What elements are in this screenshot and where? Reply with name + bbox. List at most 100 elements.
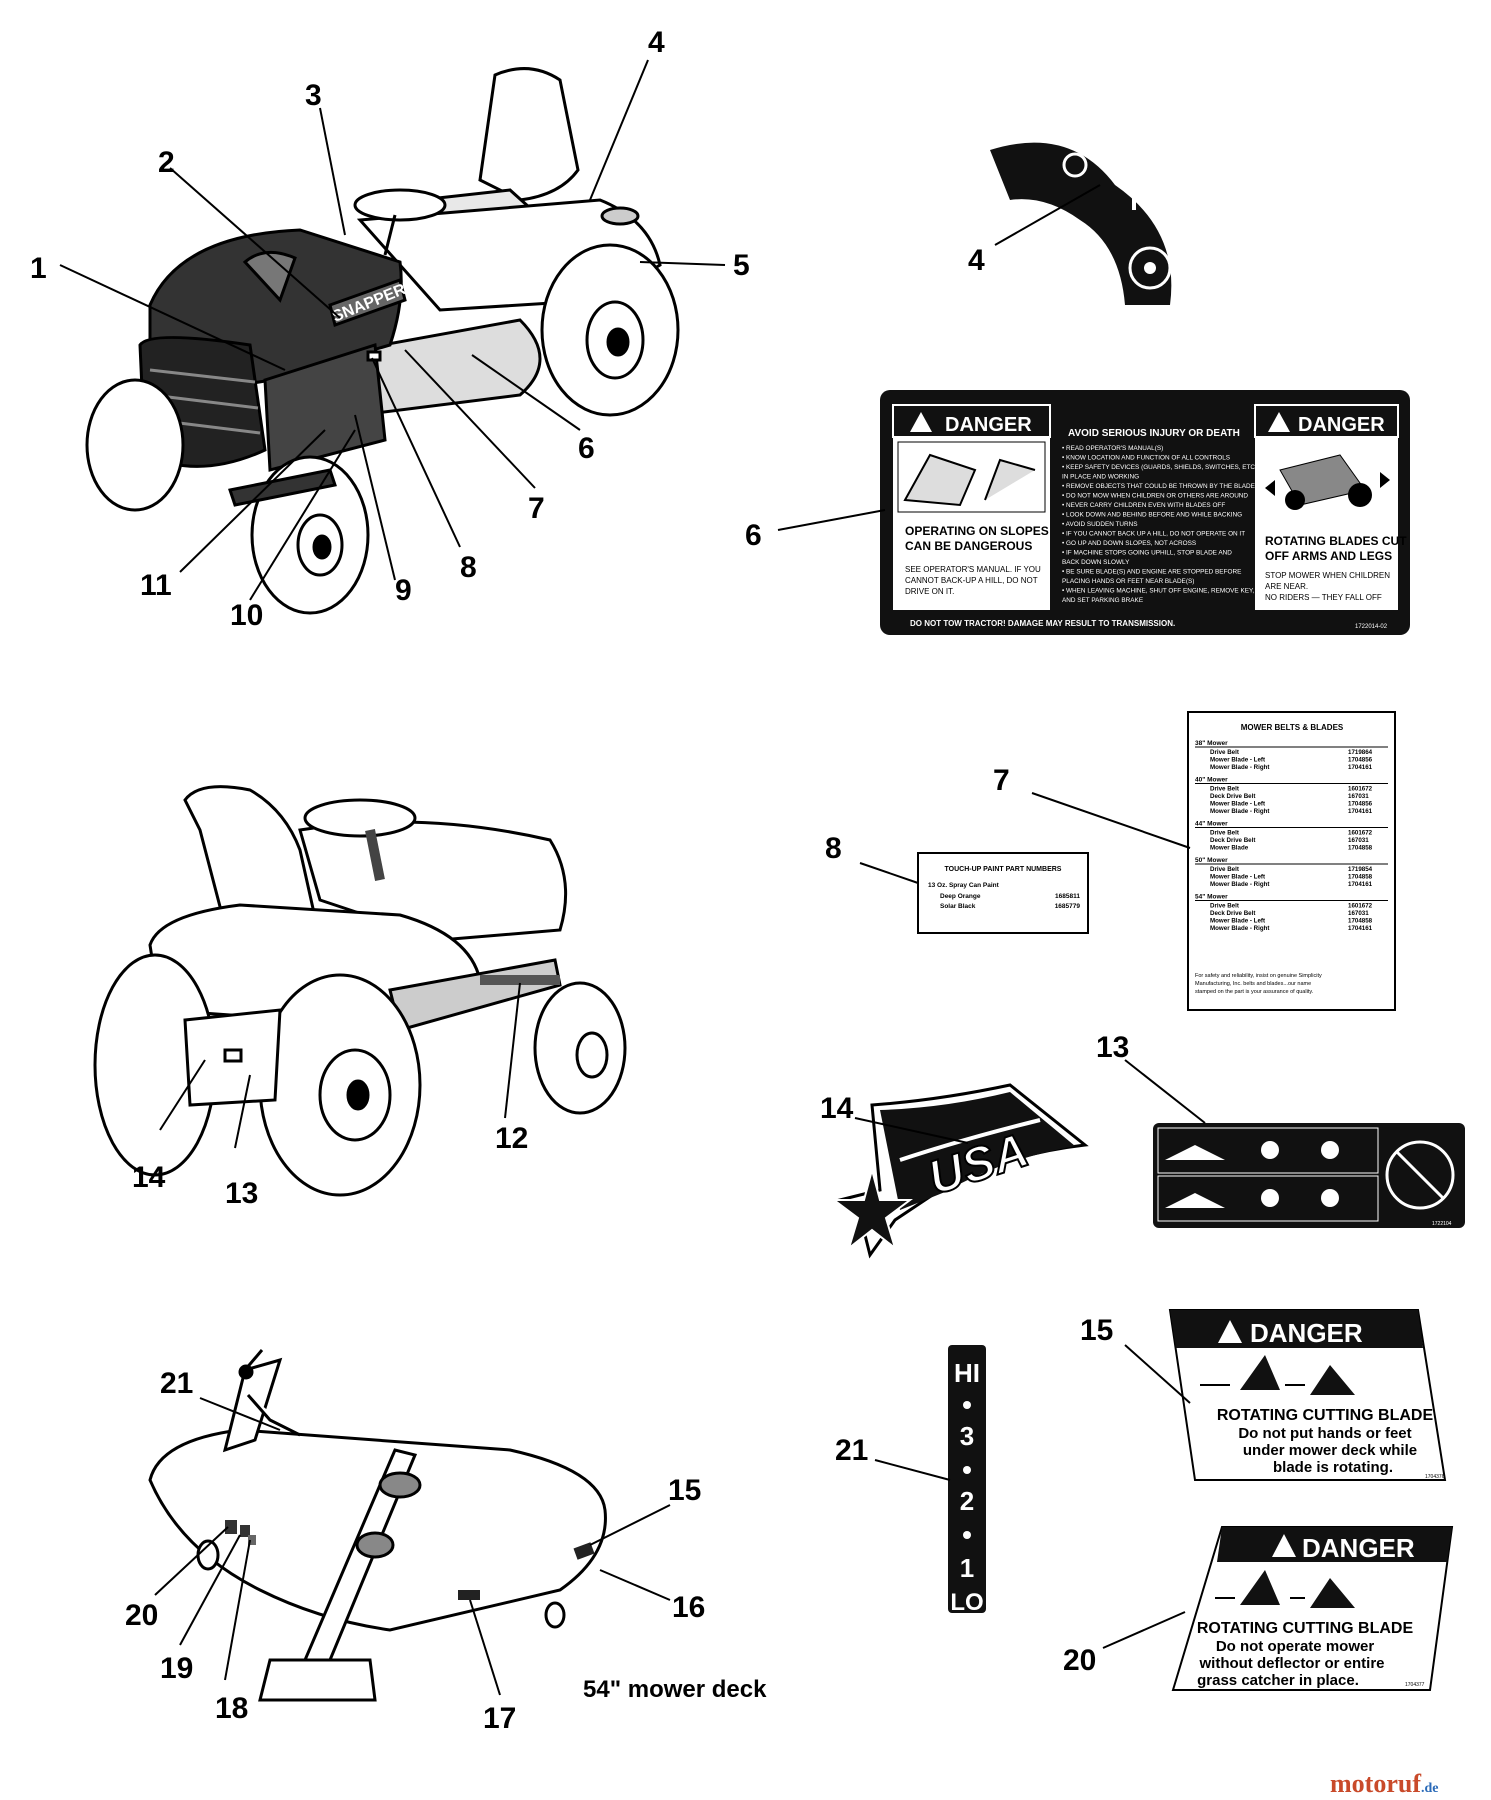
decal-15-code: 1704376 bbox=[1425, 1474, 1445, 1480]
decal-6-mid-line: • KEEP SAFETY DEVICES (GUARDS, SHIELDS, … bbox=[1062, 464, 1259, 471]
decal-8-paint: TOUCH-UP PAINT PART NUMBERS 13 Oz. Spray… bbox=[917, 852, 1089, 934]
callout-14-decal: 14 bbox=[820, 1092, 854, 1125]
decal-7-part-number: 167031 bbox=[1348, 910, 1369, 917]
callout-15: 15 bbox=[668, 1474, 701, 1507]
decal-7-part-number: 1719854 bbox=[1348, 866, 1373, 873]
decal-6-mid-line: • READ OPERATOR'S MANUAL(S) bbox=[1062, 445, 1163, 452]
callout-17: 17 bbox=[483, 1702, 516, 1735]
decal-7-part-number: 1704161 bbox=[1348, 925, 1373, 932]
decal-20-line-2: Do not operate mower bbox=[1216, 1638, 1375, 1655]
decal-15-line-2: Do not put hands or feet bbox=[1238, 1425, 1411, 1442]
tractor-rear-illustration bbox=[93, 785, 627, 1197]
decal-14-usa: USA bbox=[831, 1083, 1089, 1259]
decal-7-part-number: 1704161 bbox=[1348, 808, 1373, 815]
decal-7-part-name: Mower Blade - Right bbox=[1210, 764, 1269, 771]
decal-6-mid-line: • DO NOT MOW WHEN CHILDREN OR OTHERS ARE… bbox=[1062, 493, 1248, 500]
decal-8-row-2-name: Solar Black bbox=[940, 903, 976, 910]
decal-7-part-number: 167031 bbox=[1348, 837, 1369, 844]
decal-6-mid-line: • GO UP AND DOWN SLOPES, NOT ACROSS bbox=[1062, 540, 1196, 547]
leader-21 bbox=[874, 1459, 951, 1481]
tractor-rear-leaders bbox=[159, 982, 521, 1149]
tractor-front-leaders bbox=[59, 59, 726, 601]
decal-6-mid-line: • LOOK DOWN AND BEHIND BEFORE AND WHILE … bbox=[1062, 512, 1242, 519]
decal-8-title: TOUCH-UP PAINT PART NUMBERS bbox=[945, 866, 1062, 873]
callout-9: 9 bbox=[395, 574, 412, 607]
decal-6-mid-line: • BE SURE BLADE(S) AND ENGINE ARE STOPPE… bbox=[1062, 569, 1241, 576]
callout-21-decal: 21 bbox=[835, 1434, 868, 1467]
callout-8-decal: 8 bbox=[825, 832, 842, 865]
callout-12: 12 bbox=[495, 1122, 528, 1155]
callout-11: 11 bbox=[140, 569, 172, 602]
decal-6-mid-line: IN PLACE AND WORKING bbox=[1062, 474, 1139, 481]
decal-15-line-4: blade is rotating. bbox=[1273, 1459, 1393, 1476]
leader-15 bbox=[1124, 1344, 1191, 1404]
decal-21-2: 2 bbox=[960, 1486, 974, 1516]
decal-13-pictogram: 1722104 bbox=[1153, 1123, 1465, 1228]
leader-6 bbox=[777, 509, 886, 531]
decal-6-mid-line: • AVOID SUDDEN TURNS bbox=[1062, 521, 1138, 528]
callout-13: 13 bbox=[225, 1177, 258, 1210]
mower-deck-illustration bbox=[148, 1349, 607, 1702]
decal-8-row-1-name: Deep Orange bbox=[940, 893, 981, 900]
decal-7-section-heading: 54" Mower bbox=[1195, 894, 1228, 901]
leader-8 bbox=[859, 862, 919, 884]
decal-7-part-number: 1704161 bbox=[1348, 764, 1373, 771]
decal-20-danger: DANGER ROTATING CUTTING BLADE Do not ope… bbox=[1171, 1526, 1454, 1691]
callout-19: 19 bbox=[160, 1652, 193, 1685]
decal-21-hi: HI bbox=[954, 1358, 980, 1388]
decal-21-lo: LO bbox=[950, 1589, 983, 1616]
callout-7: 7 bbox=[528, 492, 545, 525]
callout-numbers: 1 2 3 4 5 6 7 8 9 10 11 4 6 7 8 12 13 14… bbox=[30, 26, 1129, 1735]
callout-10: 10 bbox=[230, 599, 263, 632]
decal-7-part-name: Drive Belt bbox=[1210, 749, 1239, 756]
decal-6-mid-line: • KNOW LOCATION AND FUNCTION OF ALL CONT… bbox=[1062, 455, 1230, 462]
decal-20-code: 1704377 bbox=[1405, 1682, 1425, 1688]
callout-20: 20 bbox=[125, 1599, 158, 1632]
decal-7-part-name: Mower Blade - Right bbox=[1210, 881, 1269, 888]
decal-7-part-number: 167031 bbox=[1348, 793, 1369, 800]
decal-20-line-3: without deflector or entire bbox=[1198, 1655, 1384, 1672]
decal-6-code: 1722014-02 bbox=[1355, 624, 1388, 630]
decal-6-mid-line: BACK DOWN SLOWLY bbox=[1062, 559, 1130, 566]
callout-6-decal: 6 bbox=[745, 519, 762, 552]
decal-8-sub: 13 Oz. Spray Can Paint bbox=[928, 882, 1000, 889]
decal-7-section-heading: 40" Mower bbox=[1195, 777, 1228, 784]
decal-15-heading: DANGER bbox=[1250, 1318, 1363, 1348]
decal-7-section-heading: 38" Mower bbox=[1195, 740, 1228, 747]
decal-6-mid-line: AND SET PARKING BRAKE bbox=[1062, 597, 1143, 604]
tractor-front-illustration: SNAPPER bbox=[85, 67, 680, 615]
decal-7-part-number: 1719864 bbox=[1348, 749, 1373, 756]
decal-7-foot-2: Manufacturing, Inc. belts and blades...o… bbox=[1195, 981, 1311, 987]
decal-6-footer: DO NOT TOW TRACTOR! DAMAGE MAY RESULT TO… bbox=[910, 619, 1175, 628]
decal-6-left-heading: DANGER bbox=[945, 414, 1032, 436]
decal-7-part-name: Drive Belt bbox=[1210, 866, 1239, 873]
decal-15-danger: DANGER ROTATING CUTTING BLADE Do not put… bbox=[1168, 1309, 1447, 1481]
callout-21: 21 bbox=[160, 1367, 193, 1400]
callout-4-decal: 4 bbox=[968, 244, 985, 277]
decal-7-foot-1: For safety and reliability, insist on ge… bbox=[1195, 973, 1322, 979]
decal-7-part-name: Mower Blade - Right bbox=[1210, 808, 1269, 815]
decal-7-foot-3: stamped on the part is your assurance of… bbox=[1195, 989, 1314, 995]
callout-8: 8 bbox=[460, 551, 477, 584]
decal-15-line-1: ROTATING CUTTING BLADE bbox=[1217, 1407, 1434, 1424]
leader-14 bbox=[854, 1117, 969, 1144]
decal-7-part-name: Mower Blade - Left bbox=[1210, 874, 1265, 881]
callout-6: 6 bbox=[578, 432, 595, 465]
decal-7-title: MOWER BELTS & BLADES bbox=[1241, 723, 1344, 732]
leader-7 bbox=[1031, 792, 1191, 849]
callout-2: 2 bbox=[158, 146, 175, 179]
decal-7-part-number: 1704161 bbox=[1348, 881, 1373, 888]
decal-7-part-number: 1704856 bbox=[1348, 801, 1373, 808]
callout-7-decal: 7 bbox=[993, 764, 1010, 797]
decal-6-left-small-3: DRIVE ON IT. bbox=[905, 587, 954, 596]
decal-21-height-strip: HI 3 2 1 LO bbox=[948, 1345, 986, 1616]
leader-13 bbox=[1124, 1059, 1206, 1124]
callout-16: 16 bbox=[672, 1591, 705, 1624]
decal-6-mid-line: • IF MACHINE STOPS GOING UPHILL, STOP BL… bbox=[1062, 550, 1232, 557]
watermark-main: motoruf bbox=[1330, 1769, 1421, 1798]
callout-5: 5 bbox=[733, 249, 750, 282]
mower-deck-leaders bbox=[154, 1397, 671, 1696]
